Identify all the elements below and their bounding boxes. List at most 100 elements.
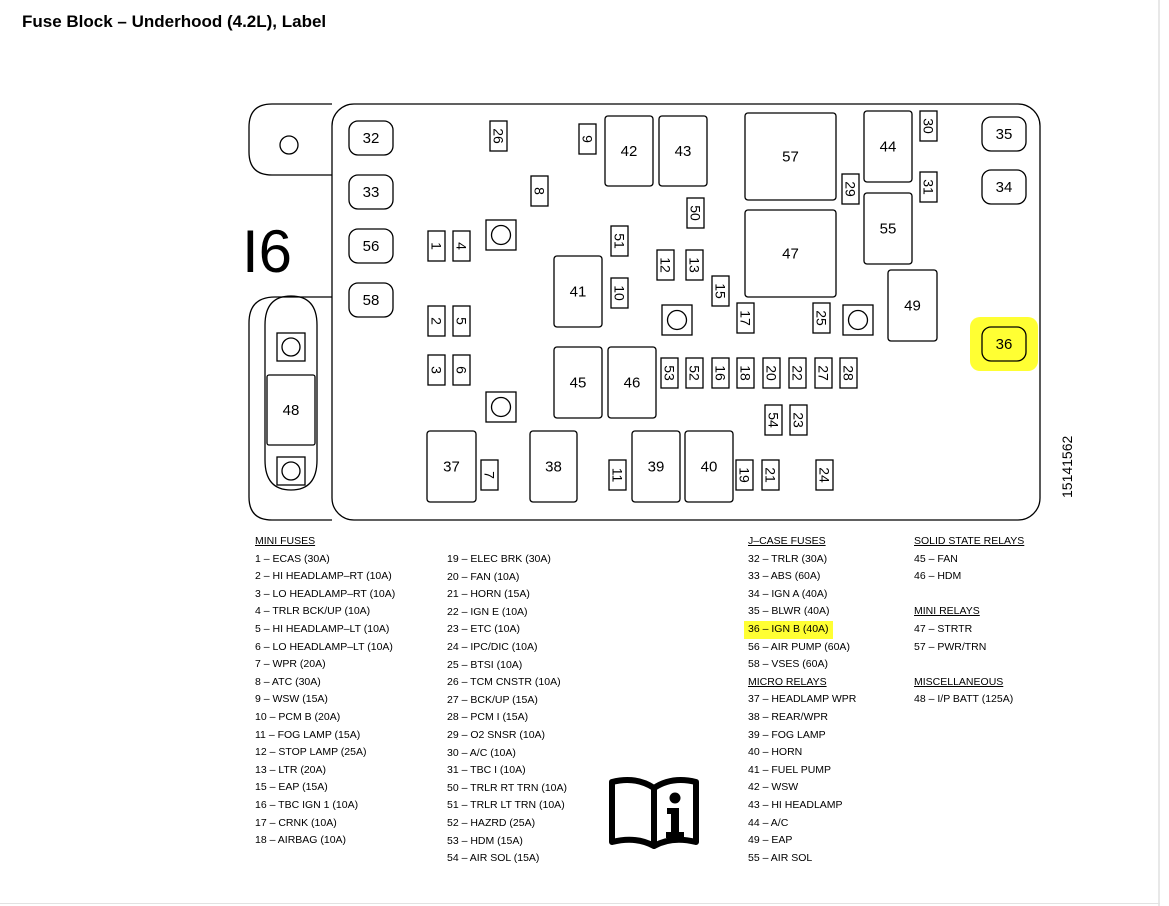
legend-item-text: 55 – AIR SOL [748, 851, 813, 864]
relay-label: 39 [648, 459, 665, 476]
relay-label: 55 [880, 221, 897, 238]
legend-item-mini-fuse: 25 – BTSI (10A) [447, 657, 567, 675]
legend-heading-miscellaneous: MISCELLANEOUS [914, 675, 1004, 688]
fuse-label: 15 [713, 283, 729, 299]
legend-item-text: 1 – ECAS (30A) [255, 552, 330, 565]
legend-item-text: 9 – WSW (15A) [255, 693, 328, 706]
legend-item-text: 12 – STOP LAMP (25A) [255, 746, 367, 759]
legend-item-text: 7 – WPR (20A) [255, 658, 326, 671]
legend-heading-micro-relays: MICRO RELAYS [748, 675, 827, 688]
legend-item-text: 38 – REAR/WPR [748, 710, 828, 723]
mini-fuse-13: 13 [685, 249, 704, 281]
connector-label: 35 [996, 126, 1013, 143]
legend-item-text: 39 – FOG LAMP [748, 728, 826, 741]
legend-item-mini-fuse: 10 – PCM B (20A) [255, 709, 395, 727]
legend-item-misc: 48 – I/P BATT (125A) [914, 691, 1024, 709]
legend-item-solid-state-relay: 45 – FAN [914, 551, 1024, 569]
legend-item-mini-fuse: 20 – FAN (10A) [447, 569, 567, 587]
legend-item-mini-fuse: 19 – ELEC BRK (30A) [447, 551, 567, 569]
legend-item-text: 33 – ABS (60A) [748, 570, 821, 583]
mega-fuse-label: 48 [283, 402, 300, 419]
legend-item-mini-fuse: 2 – HI HEADLAMP–RT (10A) [255, 568, 395, 586]
legend-mini-fuses-col2: 19 – ELEC BRK (30A)20 – FAN (10A)21 – HO… [447, 551, 567, 868]
legend-item-text: 34 – IGN A (40A) [748, 587, 828, 600]
relay-label: 42 [621, 143, 638, 160]
mini-fuse-18: 18 [736, 357, 755, 389]
legend-item-jcase-fuse: 36 – IGN B (40A) [744, 620, 856, 639]
legend-item-text: 8 – ATC (30A) [255, 675, 321, 688]
fuse-label: 24 [817, 467, 833, 483]
legend-item-text: 57 – PWR/TRN [914, 640, 987, 653]
legend-item-text: 4 – TRLR BCK/UP (10A) [255, 605, 371, 618]
relay-41: 41 [553, 255, 603, 328]
fuse-label: 29 [843, 181, 859, 197]
legend-item-text: 42 – WSW [748, 781, 799, 794]
mini-fuse-23: 23 [789, 404, 808, 436]
mini-fuse-29: 29 [841, 173, 860, 205]
relay-label: 57 [782, 149, 799, 166]
legend-item-text: 5 – HI HEADLAMP–LT (10A) [255, 622, 390, 635]
relay-label: 44 [880, 139, 897, 156]
legend-item-mini-fuse: 16 – TBC IGN 1 (10A) [255, 797, 395, 815]
legend-item-mini-fuse: 51 – TRLR LT TRN (10A) [447, 797, 567, 815]
fuse-label: 53 [662, 365, 678, 381]
legend-item-text: 43 – HI HEADLAMP [748, 798, 843, 811]
legend-item-mini-fuse: 52 – HAZRD (25A) [447, 815, 567, 833]
mini-fuse-8: 8 [530, 175, 549, 207]
relay-38: 38 [529, 430, 578, 503]
legend-item-mini-fuse: 7 – WPR (20A) [255, 656, 395, 674]
legend-item-mini-fuse: 23 – ETC (10A) [447, 621, 567, 639]
fuse-label: 1 [429, 242, 445, 250]
mini-fuse-16: 16 [711, 357, 730, 389]
relay-47: 47 [744, 209, 837, 298]
jcase-connector-32: 32 [348, 120, 394, 156]
mini-fuse-7: 7 [480, 459, 499, 491]
legend-item-micro-relay: 42 – WSW [748, 779, 856, 797]
socket-tab [485, 391, 517, 423]
mini-fuse-19: 19 [735, 459, 754, 491]
fuse-label: 54 [766, 412, 782, 428]
fuse-label: 21 [763, 467, 779, 483]
mini-fuse-5: 5 [452, 305, 471, 337]
fuse-label: 12 [658, 257, 674, 273]
legend-item-mini-fuse: 24 – IPC/DIC (10A) [447, 639, 567, 657]
legend-item-mini-fuse: 18 – AIRBAG (10A) [255, 832, 395, 850]
legend-heading-jcase-fuses: J–CASE FUSES [748, 535, 826, 547]
mini-fuse-24: 24 [815, 459, 834, 491]
manual-info-icon [609, 777, 699, 849]
legend-item-text: 48 – I/P BATT (125A) [914, 693, 1014, 706]
fuse-label: 26 [491, 128, 507, 144]
legend-item-text: 35 – BLWR (40A) [748, 605, 830, 618]
legend-item-text: 58 – VSES (60A) [748, 658, 828, 671]
relay-43: 43 [658, 115, 708, 187]
legend-item-text: 22 – IGN E (10A) [447, 605, 528, 618]
legend-item-mini-fuse: 28 – PCM I (15A) [447, 709, 567, 727]
legend-item-mini-fuse: 5 – HI HEADLAMP–LT (10A) [255, 621, 395, 639]
fuse-label: 19 [737, 467, 753, 483]
relay-label: 41 [570, 284, 587, 301]
legend-item-text: 44 – A/C [748, 816, 789, 829]
legend-item-mini-fuse: 30 – A/C (10A) [447, 745, 567, 763]
legend-item-mini-fuse: 11 – FOG LAMP (15A) [255, 727, 395, 745]
fuse-label: 7 [482, 471, 498, 479]
mini-fuse-31: 31 [919, 171, 938, 203]
legend-item-jcase-fuse: 56 – AIR PUMP (60A) [748, 639, 856, 657]
relay-44: 44 [863, 110, 913, 183]
fuse-label: 9 [580, 135, 596, 143]
mini-fuse-25: 25 [812, 302, 831, 334]
legend-item-mini-fuse: 54 – AIR SOL (15A) [447, 850, 567, 868]
connector-label: 32 [363, 130, 380, 147]
legend-item-text: 40 – HORN [748, 746, 803, 759]
mini-fuse-26: 26 [489, 120, 508, 152]
fuse-label: 18 [738, 365, 754, 381]
socket-tab [661, 304, 693, 336]
legend-item-text: 49 – EAP [748, 834, 793, 847]
fuse-label: 30 [921, 118, 937, 134]
relay-57: 57 [744, 112, 837, 201]
legend-item-text: 54 – AIR SOL (15A) [447, 852, 540, 865]
legend-item-mini-fuse: 4 – TRLR BCK/UP (10A) [255, 603, 395, 621]
legend-heading-solid-state-relays: SOLID STATE RELAYS [914, 535, 1025, 547]
legend-item-mini-fuse: 9 – WSW (15A) [255, 691, 395, 709]
relay-label: 47 [782, 246, 799, 263]
legend-item-jcase-fuse: 32 – TRLR (30A) [748, 551, 856, 569]
